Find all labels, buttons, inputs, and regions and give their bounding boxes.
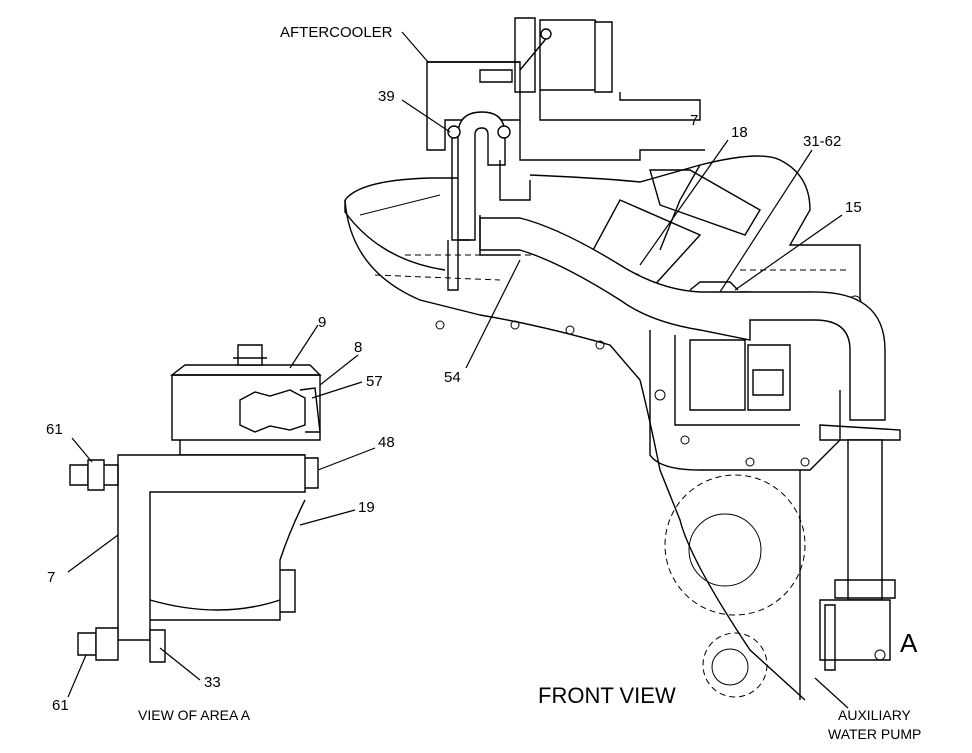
label-part-57: 57 — [366, 373, 383, 390]
aftercooler-housing — [426, 17, 705, 161]
callout-labels: AFTERCOOLER 39 7 18 31-62 15 54 9 8 57 6… — [46, 24, 921, 742]
label-part-7-front: 7 — [690, 112, 698, 129]
label-part-8: 8 — [354, 339, 362, 356]
water-tube — [479, 215, 901, 671]
label-part-18: 18 — [731, 124, 748, 141]
label-part-15: 15 — [845, 199, 862, 216]
area-a-detail — [69, 344, 322, 663]
label-part-31-62: 31-62 — [803, 133, 841, 150]
label-part-61-upper: 61 — [46, 421, 63, 438]
label-part-61-lower: 61 — [52, 697, 69, 714]
elbow-tube — [447, 111, 531, 291]
label-part-33: 33 — [204, 674, 221, 691]
label-auxiliary: AUXILIARY — [838, 707, 912, 723]
label-water-pump: WATER PUMP — [828, 726, 921, 742]
label-part-19: 19 — [358, 499, 375, 516]
engine-block — [344, 155, 862, 701]
engine-front-view — [344, 17, 901, 701]
label-part-48: 48 — [378, 434, 395, 451]
label-aftercooler: AFTERCOOLER — [280, 24, 393, 41]
leader-lines — [67, 31, 849, 709]
caption-front-view: FRONT VIEW — [538, 683, 676, 708]
label-part-54: 54 — [444, 369, 461, 386]
area-a-marker: A — [900, 628, 918, 658]
label-part-7-detail: 7 — [47, 569, 55, 586]
label-part-9: 9 — [318, 314, 326, 331]
label-part-39: 39 — [378, 88, 395, 105]
caption-view-of-area-a: VIEW OF AREA A — [138, 707, 251, 723]
